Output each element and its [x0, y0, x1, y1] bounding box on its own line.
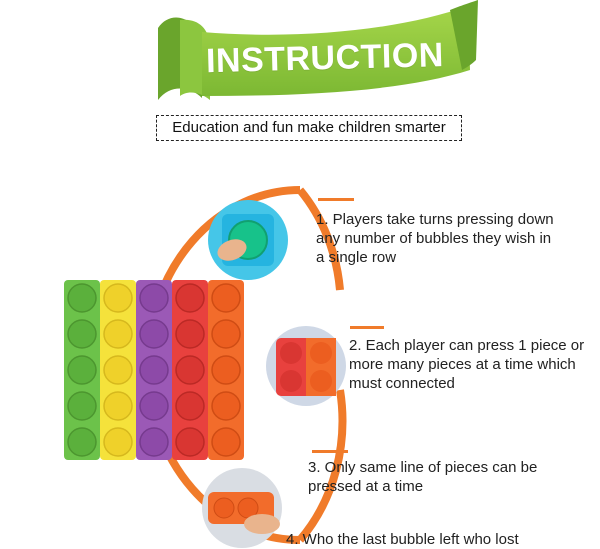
step-1-line-3: a single row [316, 249, 397, 266]
pop-it-illustration [64, 186, 347, 548]
step3-accent-line [312, 450, 348, 453]
step-2-line-3: must connected [349, 375, 455, 392]
step1-accent-line [318, 198, 354, 201]
step-4-line-1: 4. Who the last bubble left who lost [286, 531, 519, 548]
instruction-banner [158, 0, 478, 101]
step3-image [202, 468, 282, 548]
step1-image [208, 200, 288, 280]
subtitle-banner: Education and fun make children smarter [156, 115, 462, 141]
step-3-line-2: pressed at a time [308, 478, 424, 495]
step-2-line-2: more many pieces at a time which [349, 356, 576, 373]
step-3-line-1: 3. Only same line of pieces can be [308, 459, 538, 476]
step2-image [266, 326, 346, 406]
step-2: 2. Each player can press 1 piece or more… [349, 336, 599, 393]
step-3: 3. Only same line of pieces can be press… [308, 458, 598, 496]
step2-accent-line [350, 326, 384, 329]
step-4: 4. Who the last bubble left who lost [286, 530, 586, 549]
step-1-line-2: any number of bubbles they wish in [316, 230, 552, 247]
banner-title: INSTRUCTION [205, 36, 445, 81]
step-1-line-1: 1. Players take turns pressing down [316, 211, 554, 228]
step-2-line-1: 2. Each player can press 1 piece or [349, 337, 585, 354]
step-1: 1. Players take turns pressing down any … [316, 210, 596, 267]
pop-it-board [64, 280, 244, 460]
